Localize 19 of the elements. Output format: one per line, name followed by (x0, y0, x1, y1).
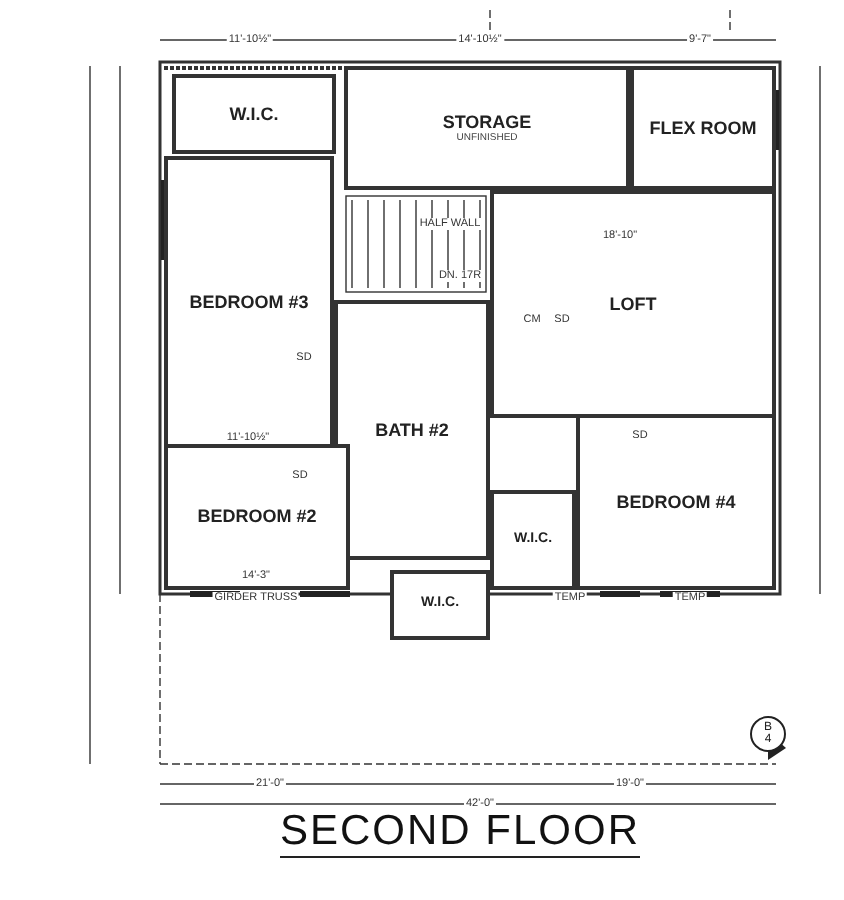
room (344, 66, 630, 190)
room (164, 444, 350, 590)
room-name: FLEX ROOM (649, 117, 757, 139)
room (490, 190, 776, 418)
room-name: STORAGE (442, 111, 532, 133)
room-name: BATH #2 (375, 419, 449, 441)
room (630, 66, 776, 190)
room (390, 570, 490, 640)
room (164, 156, 334, 448)
room (490, 490, 576, 590)
room-name: BEDROOM #3 (189, 291, 309, 313)
room-name: BEDROOM #2 (197, 506, 317, 528)
room (334, 300, 490, 560)
plan-title: SECOND FLOOR (280, 808, 641, 858)
room (172, 74, 336, 154)
room-name: LOFT (609, 293, 657, 315)
room (576, 414, 776, 590)
room-name: BEDROOM #4 (616, 491, 736, 513)
room-name: W.I.C. (229, 103, 279, 125)
